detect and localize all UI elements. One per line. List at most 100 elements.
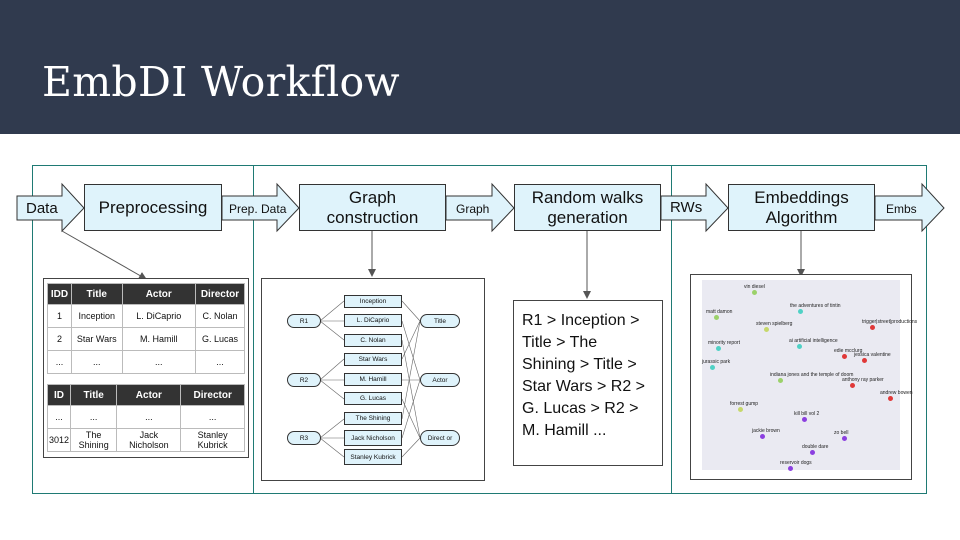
- scatter-point-label: anthony ray parker: [842, 377, 884, 383]
- scatter-point: [778, 378, 783, 383]
- graph-value-node: Inception: [344, 295, 402, 308]
- table-header: Director: [194, 283, 246, 305]
- graph-attribute-node: Actor: [420, 373, 460, 387]
- embeddings-scatter: vin diesel the adventures of tintin matt d…: [702, 280, 917, 471]
- scatter-point: [862, 358, 867, 363]
- graph-construction-box: Graph construction: [299, 184, 446, 231]
- scatter-point-label: edie mcclurg: [834, 348, 863, 354]
- table-cell: G. Lucas: [194, 327, 246, 351]
- scatter-point-label: the adventures of tintin: [790, 303, 841, 309]
- panel-embeddings: [671, 165, 927, 494]
- table-row: ... ... ... ...: [46, 405, 245, 429]
- graph-value-node: M. Hamill: [344, 373, 402, 386]
- scatter-point-label: minority report: [708, 340, 740, 346]
- graph-value-node: G. Lucas: [344, 392, 402, 405]
- scatter-point-label: jurassic park: [702, 359, 731, 365]
- table-cell: M. Hamill: [121, 327, 196, 351]
- prep-data-arrow: [221, 182, 300, 233]
- preprocessing-box: Preprocessing: [84, 184, 222, 231]
- table-cell: ...: [180, 405, 245, 429]
- graph-row-node: R2: [287, 373, 321, 387]
- scatter-point: [797, 344, 802, 349]
- table-cell: 3012: [46, 428, 72, 452]
- random-walks-text: R1 > Inception > Title > The Shining > T…: [513, 300, 663, 466]
- graph-row-node: R3: [287, 431, 321, 445]
- table-cell: ...: [194, 350, 246, 374]
- scatter-point-label: jessica valentine: [854, 352, 891, 358]
- scatter-point: [850, 383, 855, 388]
- scatter-point: [760, 434, 765, 439]
- table-2: ID Title Actor Director ... ... ... ... …: [46, 384, 245, 452]
- graph-value-node: The Shining: [344, 412, 402, 425]
- scatter-point-label: ai artificial intelligence: [789, 338, 838, 344]
- graph-label: Graph: [456, 202, 490, 216]
- scatter-point-label: steven spielberg: [756, 321, 793, 327]
- embs-arrow: [874, 182, 945, 233]
- graph-value-node: Stanley Kubrick: [344, 449, 402, 465]
- embeddings-box: Embeddings Algorithm: [728, 184, 875, 231]
- table-cell: ...: [116, 405, 182, 429]
- scatter-point: [870, 325, 875, 330]
- table-cell: Star Wars: [70, 327, 123, 351]
- table-header: Actor: [121, 283, 196, 305]
- table-cell: 2: [47, 327, 72, 351]
- scatter-point-label: andrew bowen: [880, 390, 913, 396]
- scatter-point: [798, 309, 803, 314]
- scatter-point: [810, 450, 815, 455]
- graph-value-node: C. Nolan: [344, 334, 402, 347]
- table-header: Actor: [116, 384, 182, 406]
- rws-arrow: [660, 182, 729, 233]
- graph-row-node: R1: [287, 314, 321, 328]
- scatter-point: [752, 290, 757, 295]
- table-1: IDD Title Actor Director 1 Inception L. …: [47, 283, 246, 374]
- table-header: Title: [70, 384, 118, 406]
- table-cell: ...: [121, 350, 196, 374]
- scatter-point: [802, 417, 807, 422]
- table-row: 2 Star Wars M. Hamill G. Lucas: [47, 327, 246, 351]
- scatter-point: [710, 365, 715, 370]
- scatter-point: [888, 396, 893, 401]
- slide-title: EmbDI Workflow: [42, 58, 400, 106]
- scatter-point-label: matt damon: [706, 309, 733, 315]
- scatter-point-label: reservoir dogs: [780, 460, 812, 466]
- table-header: IDD: [47, 283, 72, 305]
- rws-label: RWs: [670, 199, 703, 216]
- scatter-point: [738, 407, 743, 412]
- random-walks-box: Random walks generation: [514, 184, 661, 231]
- graph-value-node: Star Wars: [344, 353, 402, 366]
- scatter-point-label: double dare: [802, 444, 829, 450]
- slide-header: EmbDI Workflow: [0, 0, 960, 134]
- prep-data-label: Prep. Data: [229, 202, 287, 216]
- graph-value-node: Jack Nicholson: [344, 430, 402, 446]
- scatter-point-label: zo bell: [834, 430, 849, 436]
- scatter-point: [842, 436, 847, 441]
- graph-attribute-node: Title: [420, 314, 460, 328]
- scatter-point-label: jackie brown: [752, 428, 780, 434]
- table-cell: Jack Nicholson: [116, 428, 182, 452]
- scatter-point-label: forrest gump: [730, 401, 759, 407]
- scatter-point: [764, 327, 769, 332]
- table-row: 3012 The Shining Jack Nicholson Stanley …: [46, 428, 245, 452]
- graph-arrow: [445, 182, 515, 233]
- table-cell: ...: [47, 350, 72, 374]
- table-row: ... ... ... ...: [47, 350, 246, 374]
- table-cell: Stanley Kubrick: [180, 428, 245, 452]
- scatter-point: [788, 466, 793, 471]
- table-row: 1 Inception L. DiCaprio C. Nolan: [47, 304, 246, 328]
- table-cell: Inception: [70, 304, 123, 328]
- table-cell: The Shining: [70, 428, 118, 452]
- scatter-point-label: vin diesel: [744, 284, 765, 290]
- graph-attribute-node: Direct or: [420, 430, 460, 446]
- graph-value-node: L. DiCaprio: [344, 314, 402, 327]
- scatter-point: [714, 315, 719, 320]
- scatter-point-label: trigger|street|productions: [862, 319, 918, 325]
- data-arrow: [16, 182, 85, 233]
- scatter-point-label: indiana jones and the temple of doom: [770, 372, 854, 378]
- table-cell: ...: [70, 350, 123, 374]
- embs-label: Embs: [886, 202, 917, 216]
- data-label: Data: [26, 200, 58, 217]
- scatter-point: [716, 346, 721, 351]
- scatter-point: [842, 354, 847, 359]
